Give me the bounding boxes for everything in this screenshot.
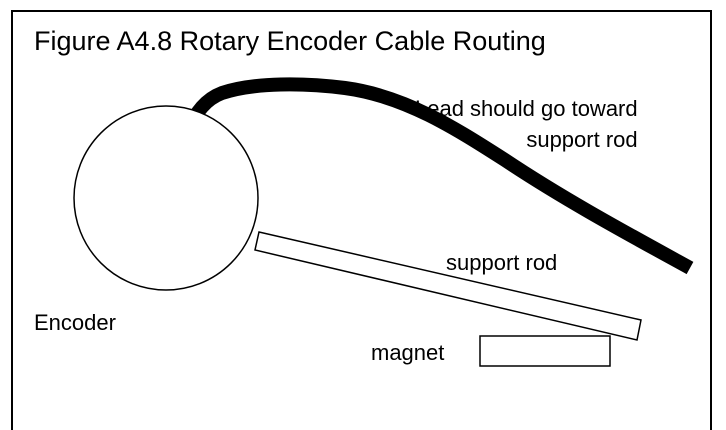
support-rod: [254, 231, 642, 341]
lead-note-line2: support rod: [526, 127, 638, 152]
support-rod-label: support rod: [446, 250, 558, 275]
lead-note-line1: Lead should go toward: [415, 96, 638, 121]
figure-frame: [11, 10, 712, 430]
encoder-circle: [73, 105, 259, 291]
magnet-label: magnet: [371, 340, 445, 365]
magnet-rect: [479, 335, 611, 367]
lead-note: Lead should go toward support rod: [415, 93, 638, 155]
encoder-label: Encoder: [34, 310, 116, 335]
figure-title: Figure A4.8 Rotary Encoder Cable Routing: [34, 26, 546, 56]
encoder-lead-cable: [181, 77, 694, 275]
